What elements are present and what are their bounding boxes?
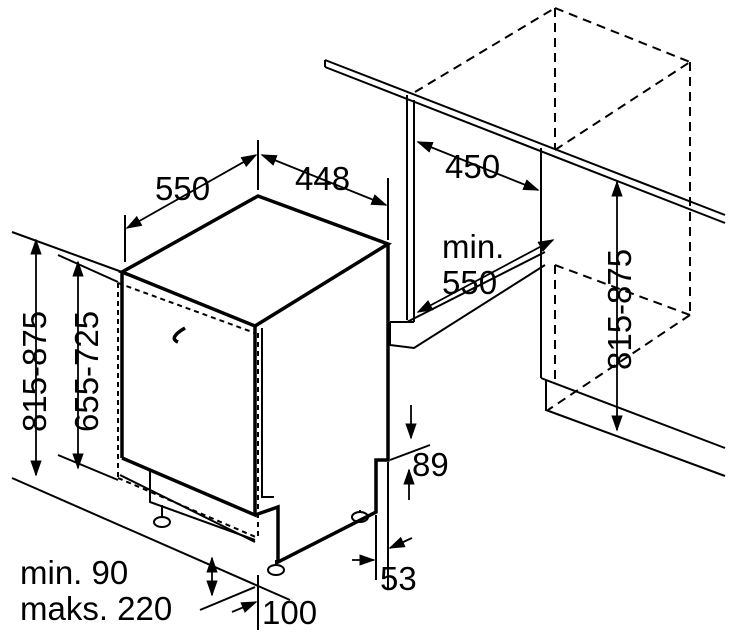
label-niche-depth-value: 550 xyxy=(442,264,497,301)
installation-niche xyxy=(414,7,691,411)
countertop xyxy=(324,59,726,224)
label-appliance-depth: 550 xyxy=(155,170,210,207)
floor xyxy=(11,231,291,601)
label-door-height: 655-725 xyxy=(68,311,105,432)
label-plinth-max: maks. 220 xyxy=(20,590,172,627)
label-toe-kick-depth: 53 xyxy=(380,560,417,597)
label-appliance-width: 448 xyxy=(295,160,350,197)
label-niche-depth-prefix: min. xyxy=(442,228,504,265)
dishwasher xyxy=(117,194,392,576)
label-total-height: 815-875 xyxy=(16,311,53,432)
dimension-lines xyxy=(30,140,623,630)
label-niche-height: 815-875 xyxy=(601,249,638,370)
left-cabinet-side xyxy=(389,95,546,350)
dishwasher-top xyxy=(117,194,392,328)
label-foot-offset: 100 xyxy=(262,594,317,631)
label-niche-width: 450 xyxy=(445,148,500,185)
label-toe-kick-height: 89 xyxy=(412,446,449,483)
feet xyxy=(153,505,369,576)
label-plinth-min: min. 90 xyxy=(20,554,128,591)
door-handle-icon xyxy=(172,326,186,344)
